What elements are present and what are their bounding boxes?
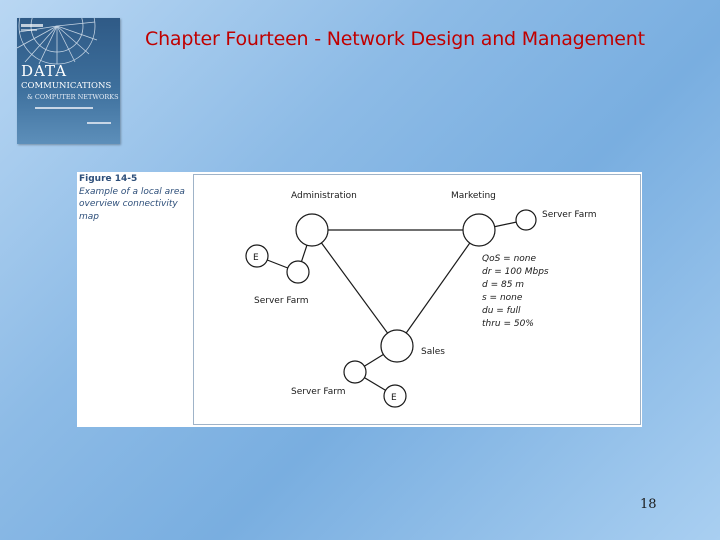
book-cover-wheel-graphic [17, 18, 98, 65]
link-admin-sales [311, 229, 398, 347]
link-metrics-block: QoS = none dr = 100 Mbps d = 85 m s = no… [482, 254, 549, 329]
label-administration: Administration [291, 191, 357, 201]
figure-panel [77, 172, 642, 427]
label-sales: Sales [421, 347, 445, 357]
node-server-farm-marketing [515, 209, 537, 231]
label-server-farm-admin: Server Farm [254, 296, 309, 306]
metric-duplex: du = full [482, 306, 521, 316]
diagram-frame [193, 174, 641, 425]
label-external-sales: E [391, 393, 397, 403]
link-marketing-sales [396, 229, 480, 347]
book-title-line2: COMMUNICATIONS [21, 81, 112, 91]
book-publisher-line [87, 122, 111, 126]
node-server-farm-admin [286, 260, 310, 284]
metric-qos: QoS = none [482, 254, 536, 264]
book-title-line1: DATA [21, 62, 68, 80]
metric-throughput: thru = 50% [482, 319, 534, 329]
label-marketing: Marketing [451, 191, 496, 201]
metric-security: s = none [482, 293, 523, 303]
metric-data-rate: dr = 100 Mbps [482, 267, 549, 277]
book-cover-image: DATA COMMUNICATIONS & COMPUTER NETWORKS [17, 18, 120, 144]
node-marketing [462, 213, 496, 247]
page-number: 18 [640, 497, 657, 512]
slide-title: Chapter Fourteen - Network Design and Ma… [145, 28, 645, 50]
node-administration [295, 213, 329, 247]
book-title-line3: & COMPUTER NETWORKS [27, 93, 119, 101]
metric-distance: d = 85 m [482, 280, 524, 290]
book-author-line [35, 106, 95, 111]
figure-label: Figure 14-5 [79, 174, 138, 184]
node-sales [380, 329, 414, 363]
node-server-farm-sales [343, 360, 367, 384]
label-server-farm-marketing: Server Farm [542, 210, 597, 220]
node-external-sales [383, 384, 407, 408]
network-connectivity-diagram: Administration Marketing Sales Server Fa… [245, 191, 597, 408]
figure-caption: Figure 14-5 Example of a local area over… [79, 173, 189, 223]
figure-description: Example of a local area overview connect… [79, 186, 185, 222]
label-server-farm-sales: Server Farm [291, 387, 346, 397]
node-external-admin [245, 244, 269, 268]
label-external-admin: E [253, 253, 259, 263]
